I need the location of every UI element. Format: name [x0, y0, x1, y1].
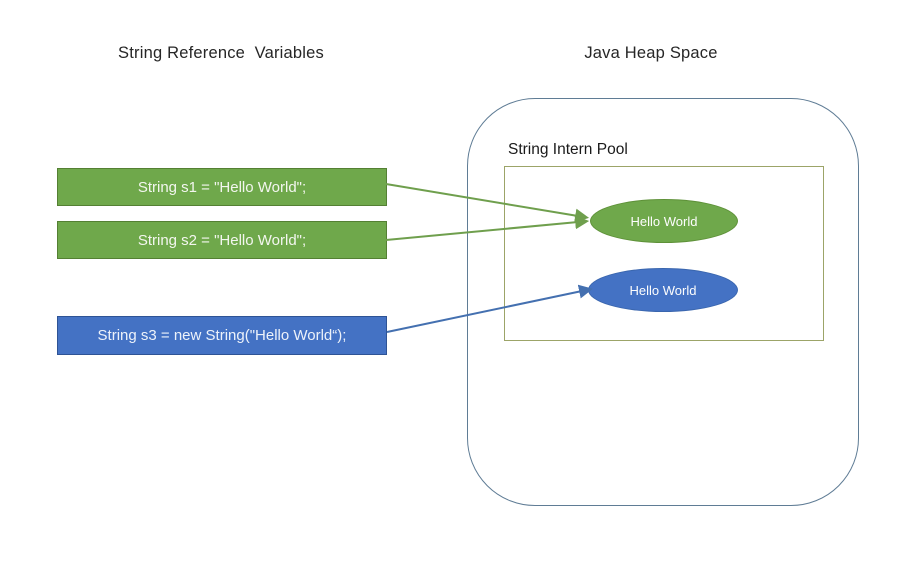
variable-s2-code: String s2 = "Hello World"; [137, 231, 307, 249]
variable-box-s3: String s3 = new String("Hello World“); [57, 316, 387, 355]
string-intern-pool-container [504, 166, 824, 341]
variable-s3-code: String s3 = new String("Hello World“); [97, 327, 347, 344]
java-heap-space-title: Java Heap Space [584, 44, 718, 62]
new-string-object-blue-label: Hello World [629, 282, 697, 298]
variable-box-s2: String s2 = "Hello World"; [57, 221, 387, 259]
string-reference-variables-title: String Reference Variables [118, 44, 324, 62]
interned-string-object-green: Hello World [590, 199, 738, 243]
variable-box-s1: String s1 = "Hello World"; [57, 168, 387, 206]
variable-s1-code: String s1 = "Hello World"; [137, 178, 307, 196]
string-intern-pool-label: String Intern Pool [508, 141, 628, 158]
new-string-object-blue: Hello World [588, 268, 738, 312]
interned-string-object-green-label: Hello World [630, 213, 698, 229]
